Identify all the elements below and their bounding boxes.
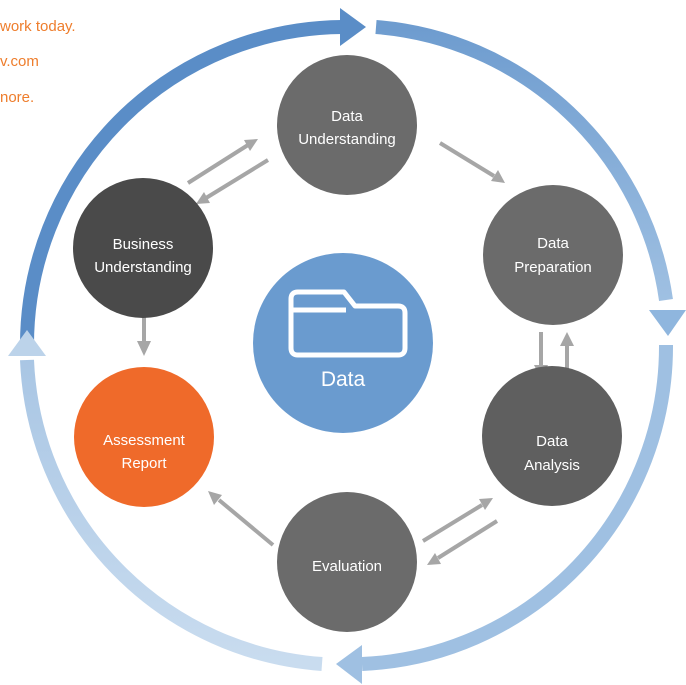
arrow-analysis-to-evaluation <box>427 519 499 565</box>
node-data-preparation: Data Preparation <box>483 185 623 325</box>
arrow-understanding-to-business <box>196 158 270 204</box>
node-business-understanding: Business Understanding <box>73 178 213 318</box>
node-label-line-1: Business <box>113 236 174 253</box>
node-label-line-2: Analysis <box>524 457 580 474</box>
node-data-understanding: Data Understanding <box>277 55 417 195</box>
ring-arrowhead-bottom <box>336 645 362 684</box>
header-snippet-line-2: v.com <box>0 53 39 70</box>
node-label-line-2: Report <box>121 455 167 472</box>
folder-icon <box>288 289 408 358</box>
header-snippet-line-1: work today. <box>0 18 76 35</box>
arrow-evaluation-to-assessment <box>208 491 275 547</box>
ring-arrowhead-right <box>649 310 686 336</box>
arrow-business-to-understanding <box>186 139 258 185</box>
node-label-line-1: Data <box>537 235 569 252</box>
ring-arc-bottom-right <box>336 344 674 684</box>
node-assessment-report: Assessment Report <box>74 367 214 507</box>
ring-arrowhead-top <box>340 8 366 46</box>
arrow-evaluation-to-analysis <box>421 498 493 543</box>
node-evaluation: Evaluation <box>277 492 417 632</box>
header-snippet-line-3: nore. <box>0 89 35 106</box>
node-label-line-1: Data <box>331 108 363 125</box>
ring-arc-top-left <box>20 8 366 346</box>
node-label-line-2: Preparation <box>514 259 592 276</box>
node-data-analysis: Data Analysis <box>482 366 622 506</box>
arrow-understanding-to-preparation <box>438 141 505 183</box>
ring-arc-bottom-left <box>8 330 323 671</box>
ring-arrowhead-left <box>8 330 46 356</box>
center-data-node: Data <box>253 253 433 433</box>
connector-arrows <box>137 139 574 565</box>
ring-arc-top-right <box>375 20 686 336</box>
node-label-line-1: Evaluation <box>312 558 382 575</box>
node-label-line-2: Understanding <box>298 131 396 148</box>
node-label-line-1: Data <box>536 433 568 450</box>
node-label-line-2: Understanding <box>94 259 192 276</box>
node-label-line-1: Assessment <box>103 432 186 449</box>
center-label: Data <box>321 368 366 391</box>
